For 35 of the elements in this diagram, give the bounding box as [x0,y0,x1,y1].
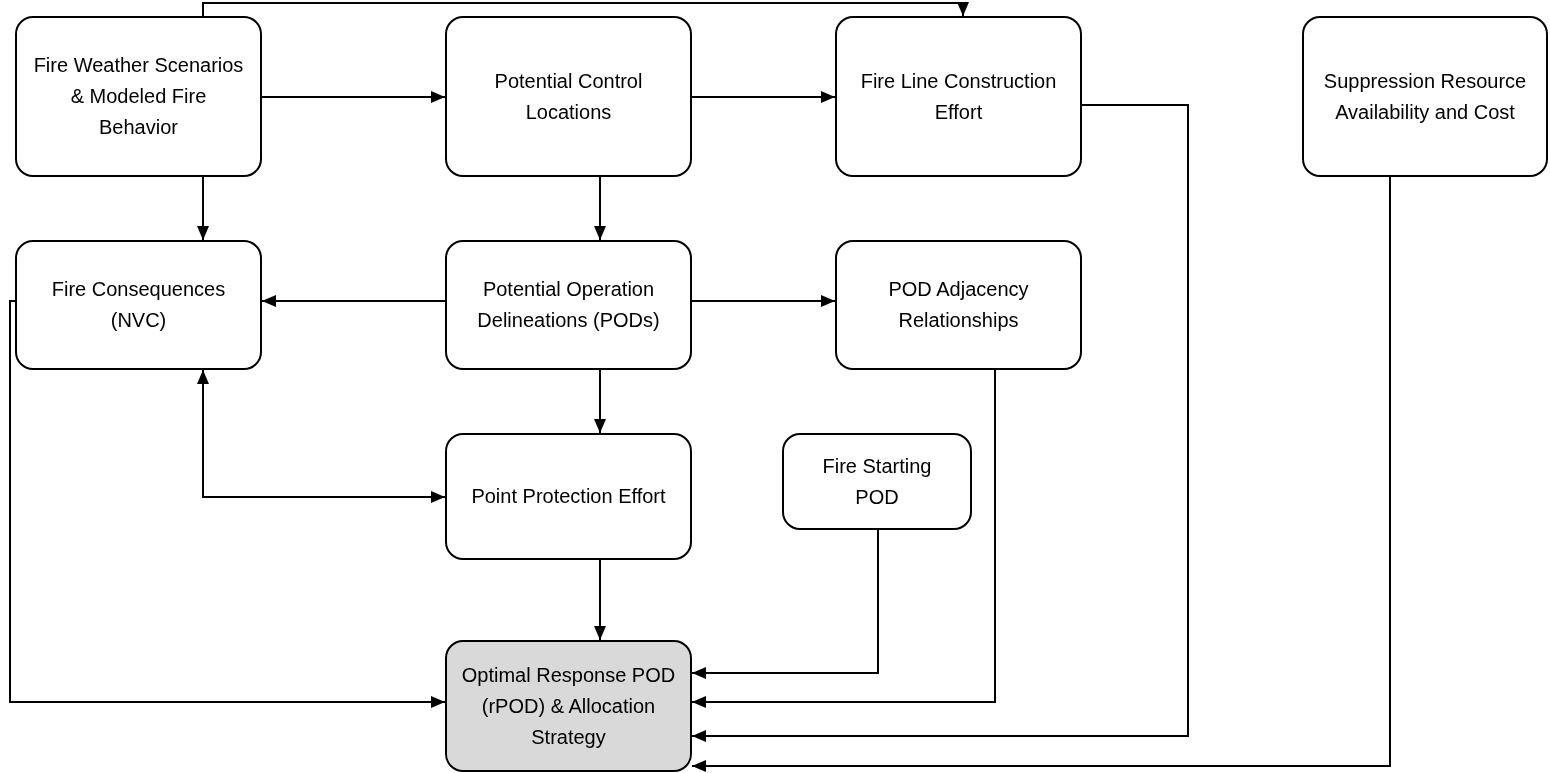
process-box [835,16,1082,177]
result-box [445,640,692,772]
arrow [261,295,446,307]
node-label: POD Adjacency Relationships [887,277,1030,333]
arrow [691,369,996,708]
arrow [594,176,606,241]
arrow [691,91,836,103]
node-label: Point Protection Effort [471,484,666,509]
node-label: Fire Consequences (NVC) [50,277,227,333]
arrow [594,559,606,641]
node-label: Fire Line Construction Effort [859,68,1058,125]
process-box [1302,16,1548,177]
node-label: Potential Control Locations [493,68,644,125]
node-label: Potential Operation Delineations (PODs) [476,277,661,333]
node-label: Suppression Resource Availability and Cost [1322,68,1528,125]
process-box [15,240,262,370]
arrow [691,176,1391,772]
node-label: Fire Weather Scenarios & Modeled Fire Behavior [32,53,245,140]
arrow [9,300,446,708]
process-box [445,433,692,560]
arrow [197,369,446,503]
process-box [445,16,692,177]
node-label: Optimal Response POD (rPOD) & Allocation Strategy [460,662,677,750]
process-box [835,240,1082,370]
arrow [197,176,209,241]
arrow [691,104,1189,742]
arrow [594,369,606,434]
process-box [445,240,692,370]
process-box [15,16,262,177]
arrow [202,2,969,17]
arrow [691,295,836,307]
arrow [691,529,879,679]
process-box [782,433,972,530]
arrow [261,91,446,103]
node-label: Fire Starting POD [821,453,933,510]
